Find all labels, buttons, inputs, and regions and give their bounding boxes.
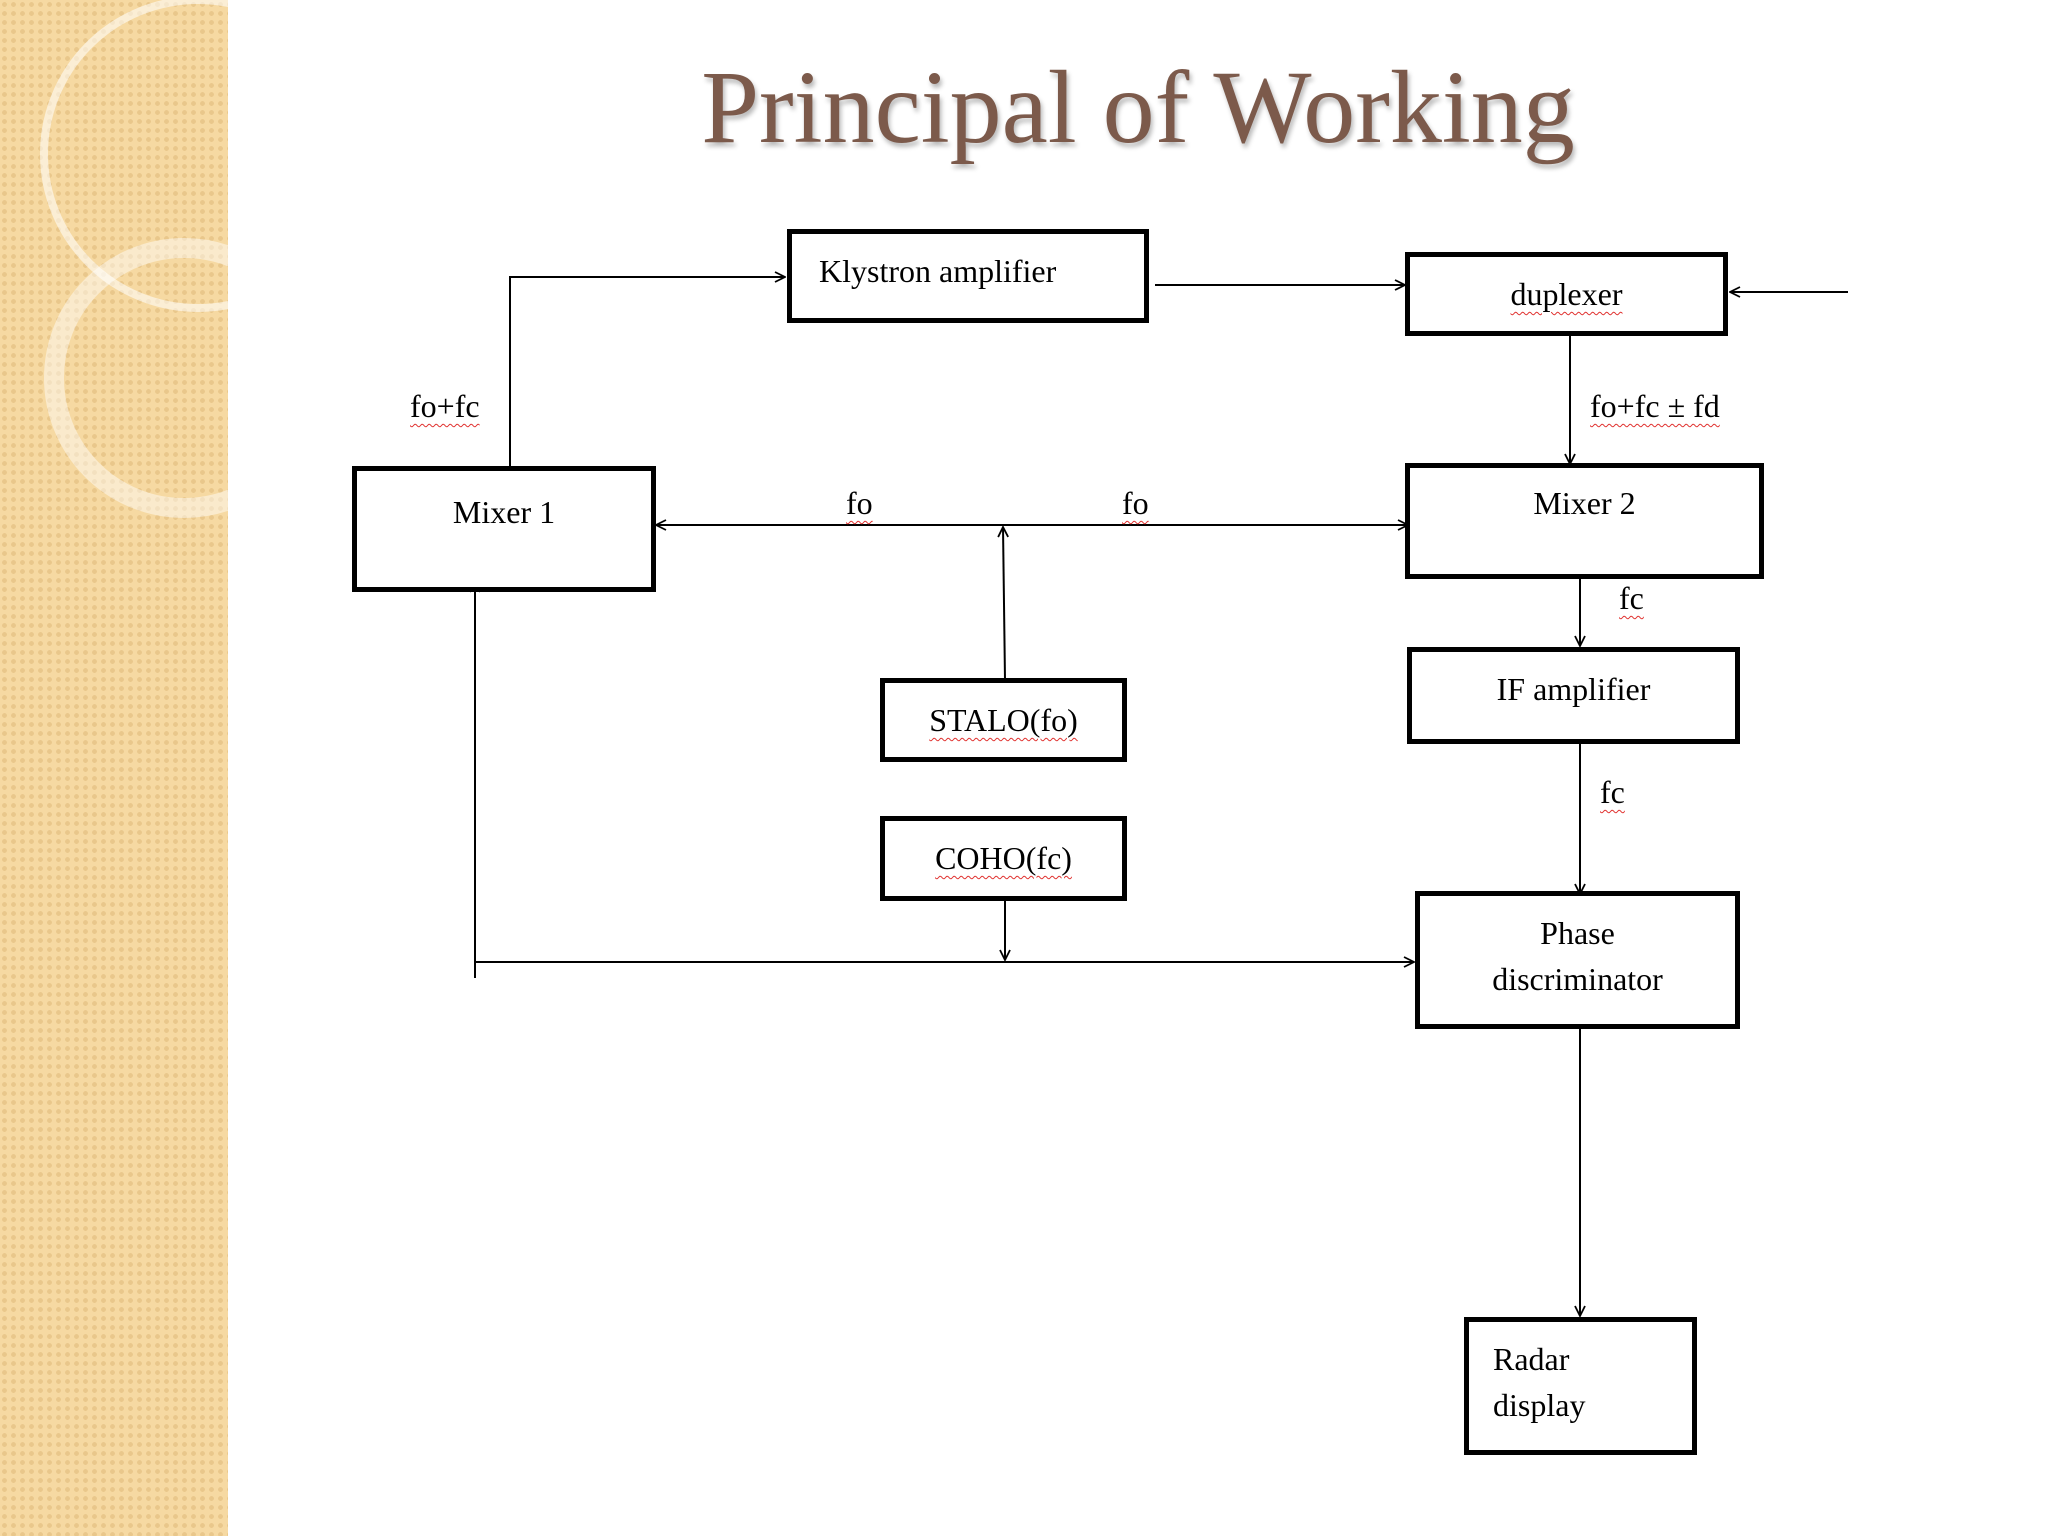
- signal-label-stalo-to-mixer2: fo: [1122, 485, 1149, 521]
- signal-label-stalo-to-mixer1: fo: [846, 485, 873, 521]
- signal-label-if-output: fc: [1600, 774, 1625, 810]
- mixer1-block: Mixer 1: [352, 466, 656, 592]
- mixer1-label: Mixer 1: [452, 494, 556, 530]
- stalo-label: STALO(fo): [929, 702, 1078, 738]
- radar-display-label-line2: display: [1493, 1387, 1586, 1423]
- if-amplifier-label: IF amplifier: [1496, 671, 1651, 707]
- slide-title: Principal of Working: [701, 50, 1575, 165]
- phase-discriminator-label-line1: Phase: [1540, 915, 1615, 951]
- phase-discriminator-label-line2: discriminator: [1492, 961, 1663, 997]
- klystron-amplifier-label: Klystron amplifier: [819, 253, 1057, 289]
- coho-block: COHO(fc): [880, 816, 1127, 901]
- duplexer-block: duplexer: [1405, 252, 1728, 336]
- signal-label-duplexer-output: fo+fc ± fd: [1590, 388, 1720, 424]
- wire-mixer1-to-klystron: [509, 277, 785, 466]
- duplexer-label: duplexer: [1510, 276, 1623, 312]
- signal-label-mixer1-output: fo+fc: [410, 388, 480, 424]
- mixer2-block: Mixer 2: [1405, 463, 1764, 579]
- radar-display-block: Radar display: [1464, 1317, 1697, 1455]
- klystron-amplifier-block: Klystron amplifier: [787, 229, 1149, 323]
- mixer2-label: Mixer 2: [1533, 485, 1636, 521]
- coho-label: COHO(fc): [935, 840, 1072, 876]
- wire-stalo-to-junction: [1003, 527, 1005, 681]
- signal-label-mixer2-output: fc: [1619, 580, 1644, 616]
- stalo-block: STALO(fo): [880, 678, 1127, 762]
- phase-discriminator-block: Phase discriminator: [1415, 891, 1740, 1029]
- if-amplifier-block: IF amplifier: [1407, 647, 1740, 744]
- decorative-sidebar: [0, 0, 228, 1536]
- radar-display-label-line1: Radar: [1493, 1341, 1570, 1377]
